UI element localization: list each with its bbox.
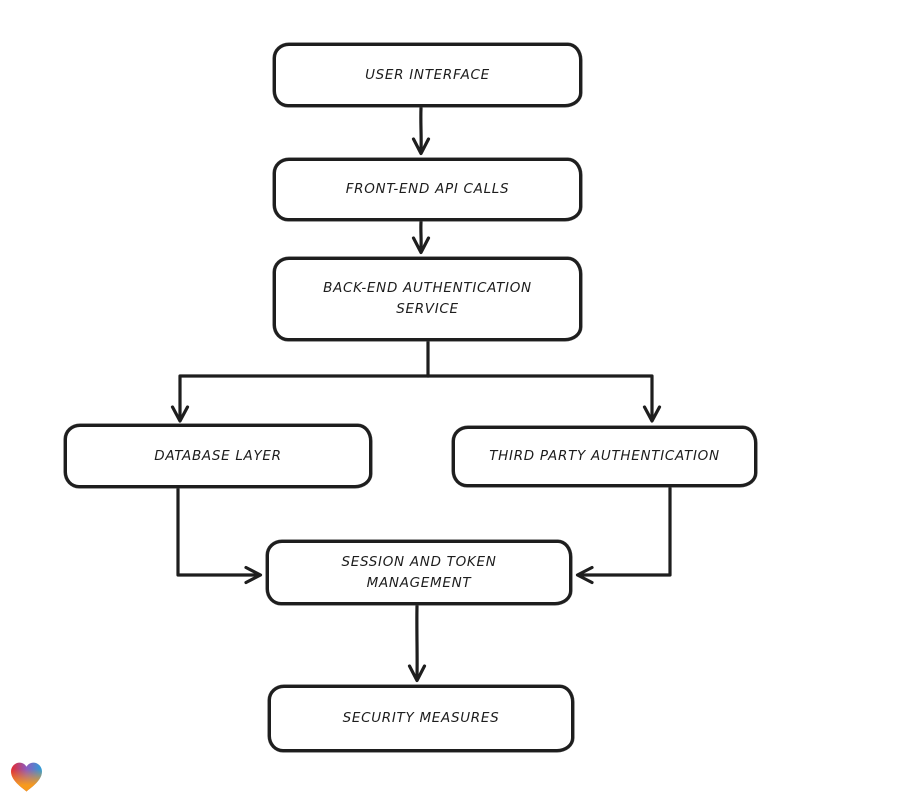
node-third-party-authentication-label: THIRD PARTY AUTHENTICATION	[489, 448, 720, 465]
edge-back-end-to-database-layer	[170, 340, 430, 423]
node-user-interface-label: USER INTERFACE	[365, 66, 490, 83]
edge-session-to-security	[407, 604, 427, 683]
node-back-end-authentication-service[interactable]: BACK-END AUTHENTICATION SERVICE	[273, 257, 582, 341]
node-back-end-authentication-service-label: BACK-END AUTHENTICATION SERVICE	[323, 280, 532, 317]
node-front-end-api-calls-label: FRONT-END API CALLS	[345, 181, 510, 198]
edge-third-party-to-session	[575, 486, 672, 585]
edge-front-end-to-back-end	[411, 220, 431, 255]
edge-user-interface-to-front-end	[411, 106, 431, 156]
edge-database-layer-to-session	[176, 487, 263, 585]
node-third-party-authentication[interactable]: THIRD PARTY AUTHENTICATION	[452, 426, 757, 487]
gradient-heart-logo[interactable]	[10, 761, 43, 793]
node-database-layer[interactable]: DATABASE LAYER	[64, 424, 372, 488]
node-database-layer-label: DATABASE LAYER	[154, 447, 282, 464]
node-security-measures-label: SECURITY MEASURES	[342, 710, 500, 727]
node-security-measures[interactable]: SECURITY MEASURES	[268, 685, 574, 752]
heart-overlay-layer	[11, 762, 42, 792]
node-session-and-token-management[interactable]: SESSION AND TOKEN MANAGEMENT	[266, 540, 572, 605]
node-session-and-token-management-label: SESSION AND TOKEN MANAGEMENT	[341, 553, 497, 591]
node-user-interface[interactable]: USER INTERFACE	[273, 43, 582, 107]
node-front-end-api-calls[interactable]: FRONT-END API CALLS	[273, 158, 582, 221]
edge-back-end-to-third-party	[426, 374, 662, 423]
